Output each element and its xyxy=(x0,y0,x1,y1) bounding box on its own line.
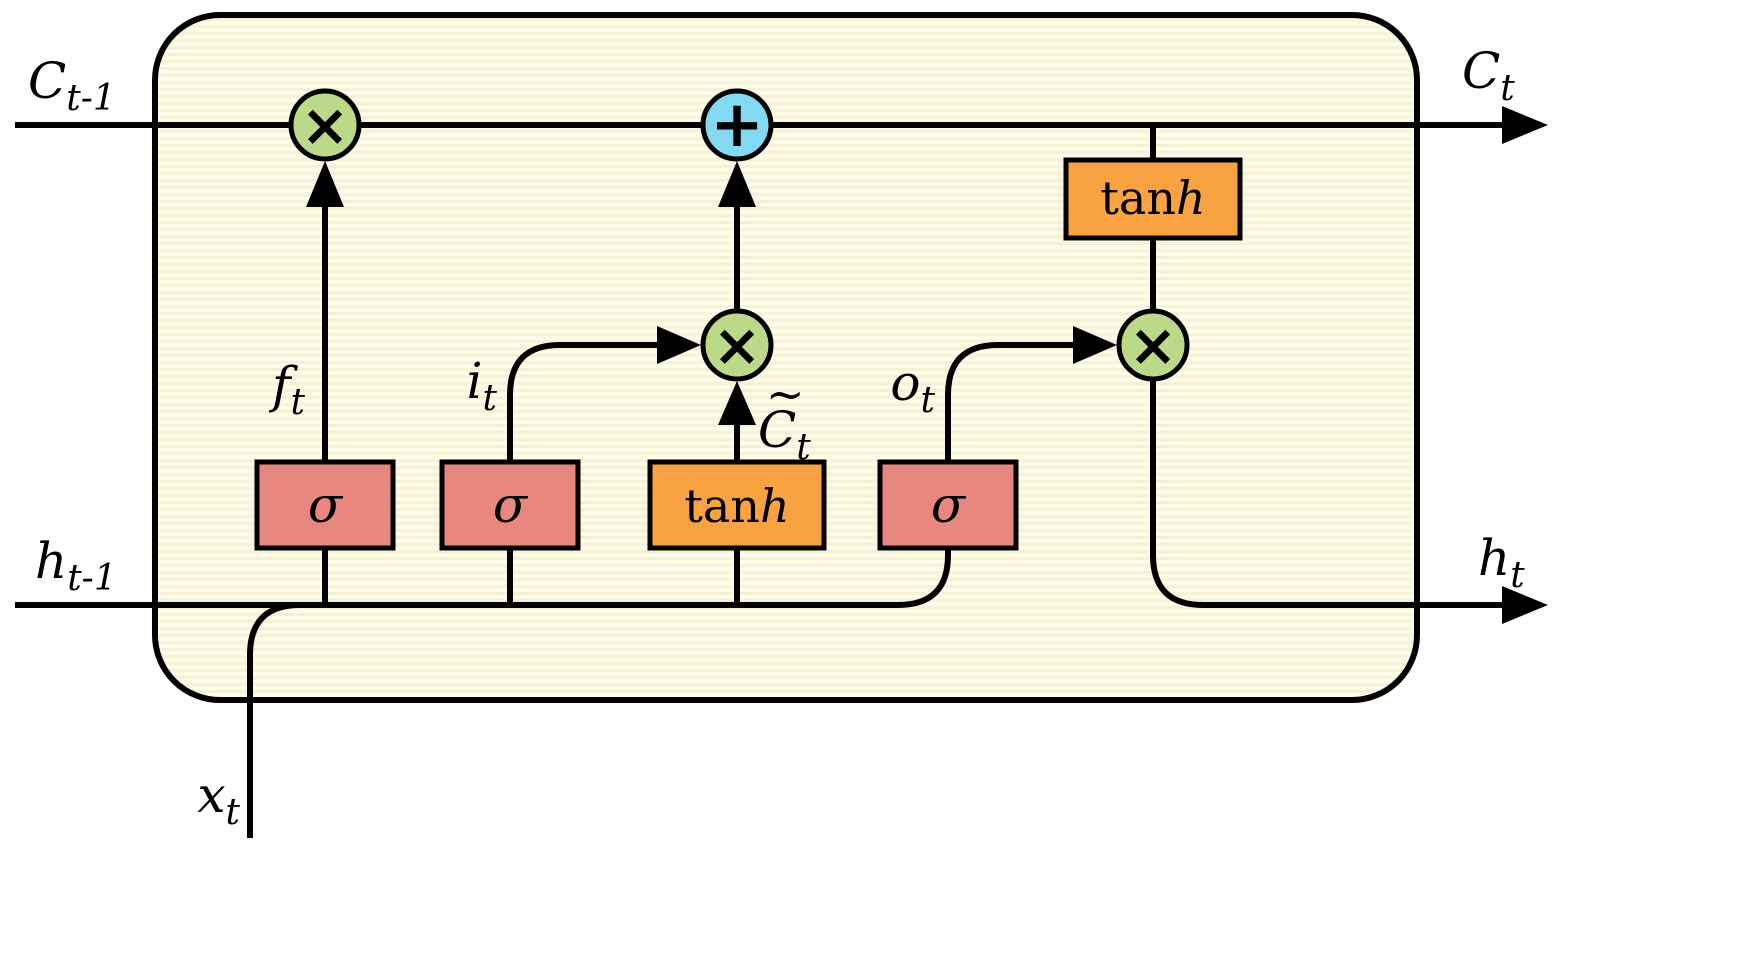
candidate-tanh-label: tanh xyxy=(684,479,789,533)
input-x-line xyxy=(247,602,301,838)
arrow-right-output-icon xyxy=(1073,326,1117,364)
output-multiply-node xyxy=(1116,308,1190,382)
label-h-next: ht xyxy=(1478,529,1525,596)
label-c-prev: Ct-1 xyxy=(28,52,116,119)
add-node xyxy=(700,88,774,162)
candidate-tanh-box xyxy=(647,459,827,551)
multiply-icon: × xyxy=(1129,311,1178,379)
arrow-right-cell-state-icon xyxy=(1502,106,1548,144)
multiply-icon: × xyxy=(301,91,350,159)
forget-gate-sigma-label: σ xyxy=(308,476,344,534)
label-input-signal: it xyxy=(467,352,498,419)
input-gate-box xyxy=(439,459,581,551)
arrow-right-hidden-state-icon xyxy=(1502,586,1548,624)
label-output-signal: ot xyxy=(890,354,935,421)
candidate-multiply-node xyxy=(700,308,774,382)
arrow-up-add-icon xyxy=(718,161,756,207)
output-gate-box xyxy=(877,459,1019,551)
output-gate-sigma-label: σ xyxy=(931,476,967,534)
arrow-right-input-icon xyxy=(657,326,701,364)
label-h-prev: ht-1 xyxy=(35,532,117,599)
output-tanh-label: tanh xyxy=(1100,171,1205,225)
label-candidate-signal: Ct xyxy=(758,401,811,468)
output-gate-curve-line xyxy=(945,342,1078,462)
add-icon: + xyxy=(710,88,764,162)
input-gate-curve-line xyxy=(507,342,662,462)
hidden-output-line xyxy=(1150,379,1504,608)
arrow-up-forget-icon xyxy=(306,161,344,207)
output-tanh-box xyxy=(1063,157,1243,241)
hidden-state-line xyxy=(15,548,951,608)
label-forget-signal: ft xyxy=(268,356,306,423)
forget-gate-box xyxy=(254,459,396,551)
label-candidate-tilde: ~ xyxy=(766,367,805,421)
forget-multiply-node xyxy=(288,88,362,162)
label-x-input: xt xyxy=(197,766,240,833)
multiply-icon: × xyxy=(713,311,762,379)
label-c-next: Ct xyxy=(1462,42,1515,109)
input-gate-sigma-label: σ xyxy=(493,476,529,534)
arrow-up-candidate-icon xyxy=(718,381,756,425)
